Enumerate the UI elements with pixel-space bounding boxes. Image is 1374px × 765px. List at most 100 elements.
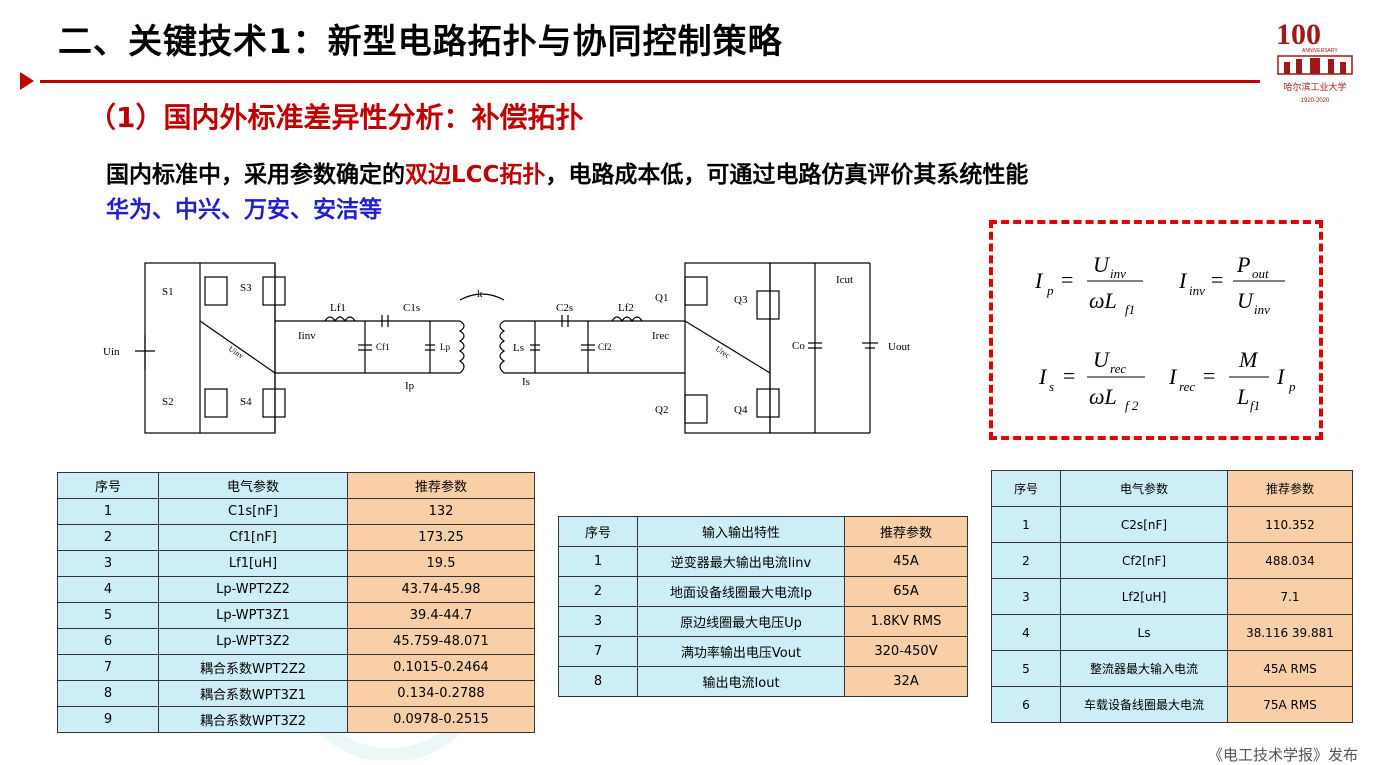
title-marker xyxy=(20,72,34,90)
section-subtitle: （1）国内外标准差异性分析：补偿拓扑 xyxy=(88,101,584,134)
svg-text:=: = xyxy=(1063,363,1075,388)
table-cell: 8 xyxy=(57,680,159,707)
table-cell: Lp-WPT3Z2 xyxy=(158,628,348,655)
table-cell: 75A RMS xyxy=(1227,686,1353,723)
table-cell: 满功率输出电压Vout xyxy=(637,636,845,667)
label-q4: Q4 xyxy=(734,404,748,416)
table-cell: Ls xyxy=(1060,614,1228,651)
svg-text:rec: rec xyxy=(1179,379,1195,394)
table-cell: 132 xyxy=(347,498,535,525)
label-q2: Q2 xyxy=(655,404,668,416)
label-c1s: C1s xyxy=(403,302,420,314)
logo-years: 1920-2020 xyxy=(1301,98,1330,104)
table-cell: 2 xyxy=(558,576,638,607)
table-cell: 3 xyxy=(558,606,638,637)
svg-text:=: = xyxy=(1211,267,1223,292)
svg-text:I: I xyxy=(1168,364,1178,389)
table-cell: 7.1 xyxy=(1227,578,1353,615)
svg-text:P: P xyxy=(1236,252,1250,277)
table-cell: 5 xyxy=(991,650,1061,687)
label-uout: Uout xyxy=(888,341,910,353)
table-cell: 45.759-48.071 xyxy=(347,628,535,655)
formula-iinv: I inv = P out U inv xyxy=(1178,252,1285,317)
svg-text:I: I xyxy=(1038,364,1048,389)
svg-text:=: = xyxy=(1061,267,1073,292)
table-cell: 整流器最大输入电流 xyxy=(1060,650,1228,687)
label-uinv: Uinv xyxy=(227,344,245,360)
label-q1: Q1 xyxy=(655,292,668,304)
table-header: 推荐参数 xyxy=(1227,470,1353,507)
table-cell: 488.034 xyxy=(1227,542,1353,579)
label-s2: S2 xyxy=(162,396,174,408)
label-lp: Lp xyxy=(440,342,450,352)
publisher-footer: 《电工技术学报》发布 xyxy=(1208,746,1359,764)
table-cell: 8 xyxy=(558,666,638,697)
label-q3: Q3 xyxy=(734,294,748,306)
table-cell: 9 xyxy=(57,706,159,733)
label-ls: Ls xyxy=(513,342,524,354)
company-list: 华为、中兴、万安、安洁等 xyxy=(106,197,382,223)
table-cell: 45A xyxy=(844,546,968,577)
label-k: k xyxy=(477,288,483,300)
table-cell: C1s[nF] xyxy=(158,498,348,525)
svg-text:ωL: ωL xyxy=(1089,288,1117,313)
label-iinv: Iinv xyxy=(298,330,316,342)
svg-text:I: I xyxy=(1034,268,1044,293)
description-highlight: 双边LCC拓扑 xyxy=(405,162,546,188)
svg-text:s: s xyxy=(1049,379,1054,394)
university-logo: 100 ANNIVERSARY 哈尔滨工业大学 1920-2020 xyxy=(1276,18,1353,104)
table-cell: 1.8KV RMS xyxy=(844,606,968,637)
formula-set: I p = U inv ωL f1 I inv = P out U inv I … xyxy=(1034,252,1296,413)
svg-text:U: U xyxy=(1093,347,1111,372)
svg-text:f 2: f 2 xyxy=(1125,398,1139,413)
formula-ip: I p = U inv ωL f1 xyxy=(1034,252,1143,317)
svg-text:p: p xyxy=(1288,379,1296,394)
svg-text:inv: inv xyxy=(1110,266,1126,281)
table-cell: 1 xyxy=(558,546,638,577)
label-irec: Irec xyxy=(652,330,669,342)
table-header: 序号 xyxy=(558,516,638,547)
table-cell: 耦合系数WPT3Z1 xyxy=(158,680,348,707)
table-cell: 2 xyxy=(57,524,159,551)
label-cf1: Cf1 xyxy=(376,342,390,352)
formula-box: I p = U inv ωL f1 I inv = P out U inv I … xyxy=(989,220,1323,440)
svg-text:ωL: ωL xyxy=(1089,384,1117,409)
svg-text:=: = xyxy=(1203,363,1215,388)
svg-text:f1: f1 xyxy=(1125,302,1135,317)
label-ip: Ip xyxy=(405,380,415,392)
table-cell: 逆变器最大输出电流Iinv xyxy=(637,546,845,577)
svg-text:I: I xyxy=(1276,364,1286,389)
table-cell: 7 xyxy=(57,654,159,681)
table-cell: 110.352 xyxy=(1227,506,1353,543)
title-divider xyxy=(40,80,1260,83)
table-cell: 7 xyxy=(558,636,638,667)
table-cell: 65A xyxy=(844,576,968,607)
table-cell: 0.134-0.2788 xyxy=(347,680,535,707)
table-cell: Lp-WPT3Z1 xyxy=(158,602,348,629)
table-header: 电气参数 xyxy=(158,472,348,499)
table-cell: 32A xyxy=(844,666,968,697)
formula-irec: I rec = M L f1 I p xyxy=(1168,347,1296,413)
table-cell: 6 xyxy=(991,686,1061,723)
table-header-row: 序号 电气参数 推荐参数 xyxy=(57,472,535,499)
table-cell: Lf1[uH] xyxy=(158,550,348,577)
table-cell: 173.25 xyxy=(347,524,535,551)
svg-text:U: U xyxy=(1093,252,1111,277)
page-title: 二、关键技术1：新型电路拓扑与协同控制策略 xyxy=(58,22,783,62)
table-cell: 3 xyxy=(57,550,159,577)
table-cell: 320-450V xyxy=(844,636,968,667)
description-post: ，电路成本低，可通过电路仿真评价其系统性能 xyxy=(545,162,1029,188)
table-cell: 输出电流Iout xyxy=(637,666,845,697)
label-s3: S3 xyxy=(240,282,252,294)
